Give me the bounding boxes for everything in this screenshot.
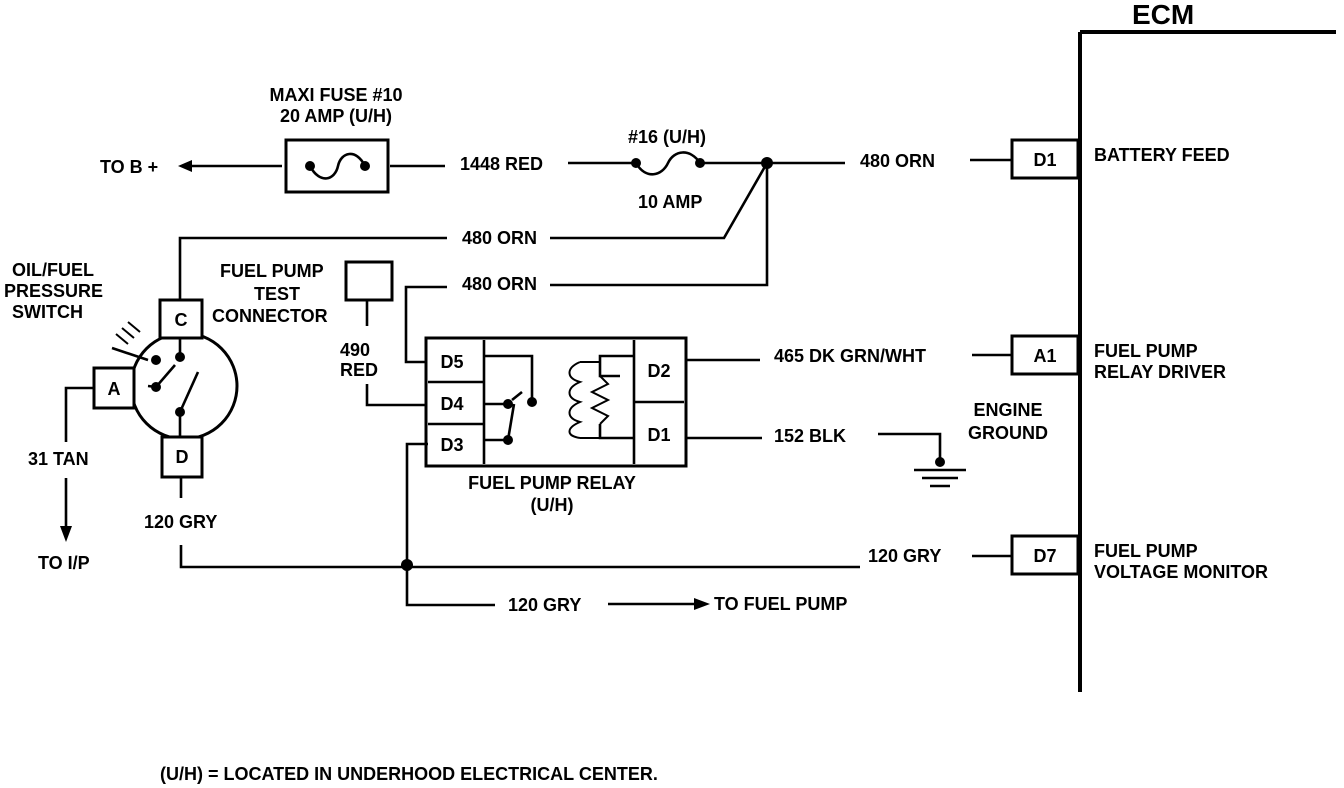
wire-480-orn-ecm-label: 480 ORN (860, 151, 935, 171)
oil-switch-label-1: OIL/FUEL (12, 260, 94, 280)
wire-120-gry-ecm-label: 120 GRY (868, 546, 941, 566)
switch-pin-c: C (175, 310, 188, 330)
ecm-pin-d1: D1 BATTERY FEED (1010, 138, 1230, 180)
ecm-relay-driver-label-1: FUEL PUMP (1094, 341, 1198, 361)
wire-31-tan-label: 31 TAN (28, 449, 89, 469)
ecm-pin-a1: A1 FUEL PUMP RELAY DRIVER (1010, 334, 1226, 382)
fuel-pump-relay: D5 D4 D3 D2 D1 FUEL PUMP RELAY (U/H) (424, 336, 688, 515)
wire-480-orn-switch-label: 480 ORN (462, 228, 537, 248)
to-ip-label: TO I/P (38, 553, 90, 573)
oil-switch-label-2: PRESSURE (4, 281, 103, 301)
fuse16-element-icon (634, 151, 702, 176)
relay-pin-d2: D2 (647, 361, 670, 381)
ecm-block: ECM (1078, 0, 1336, 692)
ecm-pin-d7: D7 FUEL PUMP VOLTAGE MONITOR (1010, 534, 1268, 582)
relay-pin-d5: D5 (440, 352, 463, 372)
wire-31-tan: 31 TAN TO I/P (28, 386, 94, 573)
wire-465-label: 465 DK GRN/WHT (774, 346, 926, 366)
wire-1448-red-label: 1448 RED (460, 154, 543, 174)
relay-label-2: (U/H) (531, 495, 574, 515)
ecm-pin-d7-label: D7 (1033, 546, 1056, 566)
battery-feed-circuit: TO B + MAXI FUSE #10 20 AMP (U/H) 1448 R… (100, 85, 1012, 212)
relay-pin-d3: D3 (440, 435, 463, 455)
wire-490-label-2: RED (340, 360, 378, 380)
test-connector-label-2: TEST (254, 284, 300, 304)
maxi-fuse-element-icon (308, 152, 367, 180)
wire-480-orn-relay-label: 480 ORN (462, 274, 537, 294)
wire-120-gry-pump-label: 120 GRY (508, 595, 581, 615)
fuse16-label: #16 (U/H) (628, 127, 706, 147)
wire-120-gry-switch-label: 120 GRY (144, 512, 217, 532)
test-connector-label-1: FUEL PUMP (220, 261, 324, 281)
wire-480-orn-switch: 480 ORN (178, 162, 769, 302)
fuse16-rating-label: 10 AMP (638, 192, 702, 212)
wire-120-gry-switch: 120 GRY 120 GRY (144, 478, 1012, 571)
to-battery-label: TO B + (100, 157, 158, 177)
relay-coil-icon (568, 354, 634, 440)
ecm-voltage-monitor-label-1: FUEL PUMP (1094, 541, 1198, 561)
engine-ground-label-1: ENGINE (973, 400, 1042, 420)
ecm-voltage-monitor-label-2: VOLTAGE MONITOR (1094, 562, 1268, 582)
test-connector-label-3: CONNECTOR (212, 306, 328, 326)
wire-465-dk-grn-wht: 465 DK GRN/WHT (686, 346, 1012, 366)
fuel-pump-test-connector: FUEL PUMP TEST CONNECTOR 490 RED (212, 260, 428, 407)
battery-arrow-icon (178, 160, 192, 172)
wire-152-blk: 152 BLK ENGINE GROUND (686, 400, 1048, 488)
engine-ground-label-2: GROUND (968, 423, 1048, 443)
oil-fuel-pressure-switch: OIL/FUEL PRESSURE SWITCH C A D (4, 260, 239, 479)
switch-pin-a: A (108, 379, 121, 399)
wire-480-orn-relay: 480 ORN (404, 163, 769, 364)
switch-body (129, 331, 239, 441)
ecm-relay-driver-label-2: RELAY DRIVER (1094, 362, 1226, 382)
to-fuel-pump-arrow-icon (694, 598, 710, 610)
wire-120-gry-pump: 120 GRY TO FUEL PUMP (405, 565, 847, 615)
maxi-fuse-label-2: 20 AMP (U/H) (280, 106, 392, 126)
ecm-battery-feed-label: BATTERY FEED (1094, 145, 1230, 165)
ecm-title: ECM (1132, 0, 1194, 30)
footnote: (U/H) = LOCATED IN UNDERHOOD ELECTRICAL … (160, 764, 658, 784)
to-ip-arrow-icon (60, 526, 72, 542)
relay-pin-d1: D1 (647, 425, 670, 445)
ecm-pin-d1-label: D1 (1033, 150, 1056, 170)
switch-ground-icon (111, 321, 149, 362)
wire-152-label: 152 BLK (774, 426, 846, 446)
to-fuel-pump-label: TO FUEL PUMP (714, 594, 847, 614)
oil-switch-label-3: SWITCH (12, 302, 83, 322)
relay-label-1: FUEL PUMP RELAY (468, 473, 636, 493)
wire-490-label-1: 490 (340, 340, 370, 360)
ground-symbol-icon (914, 468, 966, 488)
ecm-pin-a1-label: A1 (1033, 346, 1056, 366)
switch-pin-d: D (176, 447, 189, 467)
maxi-fuse-label-1: MAXI FUSE #10 (269, 85, 402, 105)
relay-pin-d4: D4 (440, 394, 463, 414)
